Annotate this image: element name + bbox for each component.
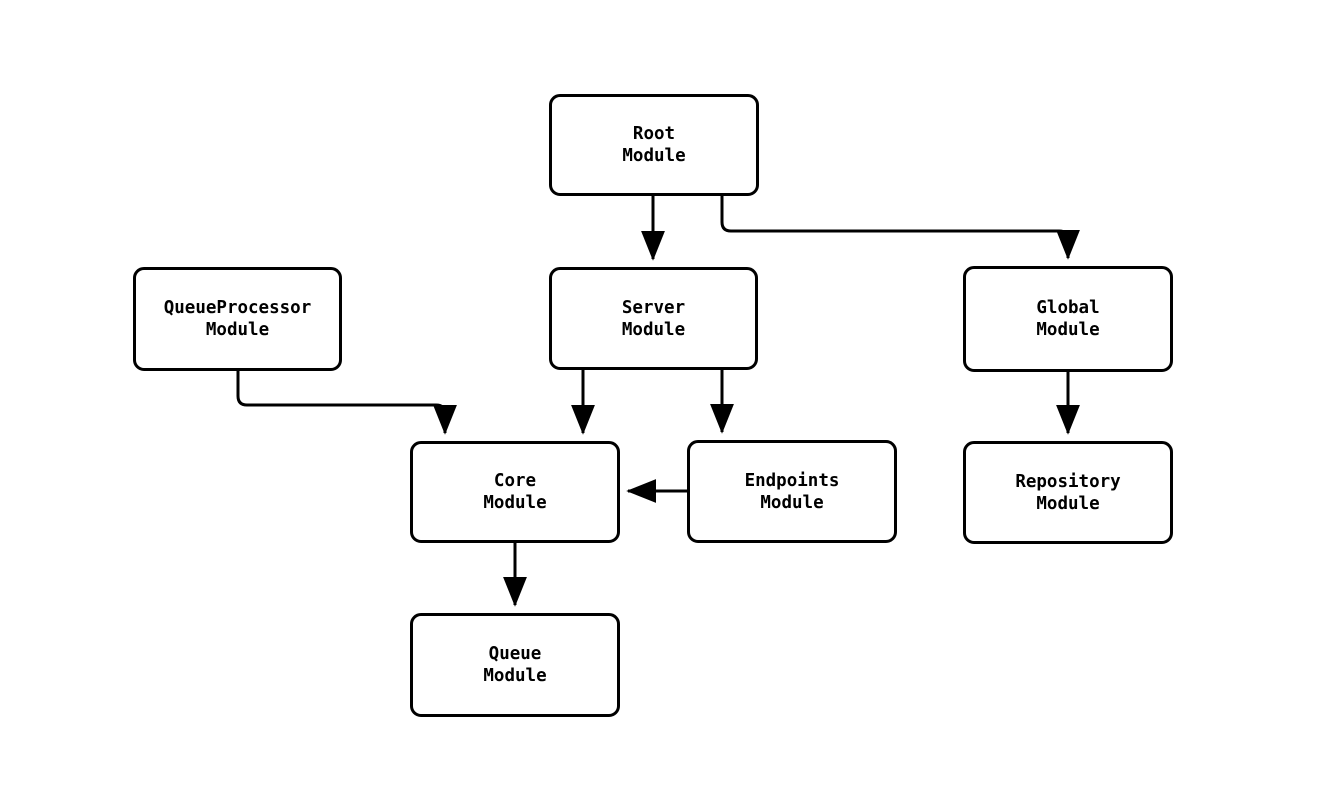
node-queue-module-label-line1: Queue	[488, 644, 542, 664]
edge-queueprocessor-to-core	[236, 371, 457, 435]
node-repository-module-label-line1: Repository	[1015, 471, 1121, 492]
node-server-module[interactable]: Server Module	[549, 267, 758, 370]
node-core-module-label-line1: Core	[493, 471, 537, 491]
node-endpoints-module[interactable]: Endpoints Module	[687, 440, 897, 543]
node-core-module-label-line2: Module	[483, 493, 547, 513]
node-queueprocessor-module-label-line1: QueueProcessor	[163, 298, 312, 318]
node-global-module-label-line1: Global	[1036, 298, 1100, 318]
node-server-module-label-line2: Module	[621, 319, 686, 340]
node-endpoints-module-label-line2: Module	[760, 492, 824, 513]
node-core-module[interactable]: Core Module	[410, 441, 620, 543]
node-root-module[interactable]: Root Module	[549, 94, 759, 196]
node-repository-module[interactable]: Repository Module	[963, 441, 1173, 544]
node-queue-module[interactable]: Queue Module	[410, 613, 620, 717]
node-root-module-label-line1: Root	[632, 124, 676, 144]
node-repository-module-label-line2: Module	[1036, 493, 1100, 514]
node-queueprocessor-module-label-line2: Module	[205, 320, 270, 340]
node-global-module-label-line2: Module	[1036, 320, 1100, 340]
node-endpoints-module-label-line1: Endpoints	[744, 470, 840, 491]
node-root-module-label-line2: Module	[622, 146, 686, 166]
node-server-module-label-line1: Server	[621, 297, 686, 318]
edge-root-to-global	[720, 196, 1080, 260]
node-queue-module-label-line2: Module	[483, 666, 547, 686]
node-queueprocessor-module[interactable]: QueueProcessor Module	[133, 267, 342, 371]
node-global-module[interactable]: Global Module	[963, 266, 1173, 372]
